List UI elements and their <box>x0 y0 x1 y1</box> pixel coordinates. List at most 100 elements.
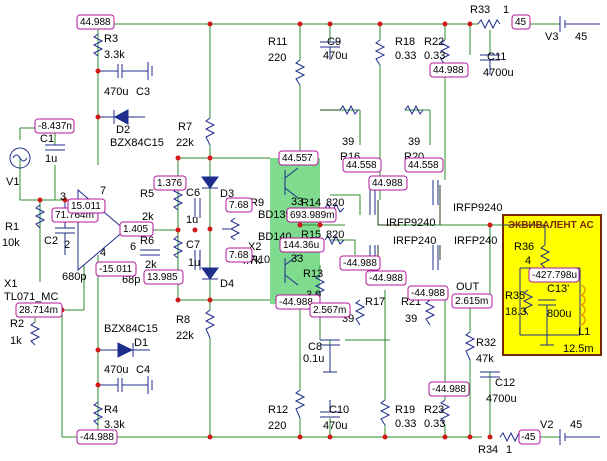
label-R18: R18 <box>395 36 415 48</box>
probe-r5-top-value: 1.376 <box>157 178 182 189</box>
probe-v3[interactable]: 45 <box>511 14 531 30</box>
label-R35-value: 18.3 <box>505 306 526 318</box>
label-D1-value: BZX84C15 <box>104 323 158 335</box>
probe-opamp-out[interactable]: 1.405 <box>119 221 154 237</box>
probe-opamp-vminus[interactable]: -15.011 <box>95 261 137 277</box>
probe-mosfet-low-b[interactable]: -44.988 <box>407 285 449 301</box>
label-R36: R36 <box>514 241 534 253</box>
probe-d3[interactable]: 7.68 <box>225 197 253 213</box>
junction-dots <box>37 21 493 440</box>
label-R21-value: 39 <box>405 313 417 325</box>
probe-bottom-left-rail[interactable]: -44.988 <box>76 429 118 445</box>
probe-d4[interactable]: 7.68 <box>225 247 253 263</box>
probe-top-left-rail-value: 44.988 <box>80 17 111 28</box>
label-C13-value: 800u <box>547 308 571 320</box>
probe-r5-top[interactable]: 1.376 <box>153 175 187 191</box>
probe-r6-bottom-value: 13.985 <box>147 272 178 283</box>
speaker-box-title: ЭКВИВАЛЕНТ АС <box>508 220 594 231</box>
probe-out[interactable]: 2.615m <box>451 293 493 309</box>
probe-d4-value: 7.68 <box>229 250 249 261</box>
label-V3: V3 <box>545 31 558 43</box>
probe-r15-right[interactable]: -44.988 <box>339 255 381 271</box>
label-IRFP240-b: IRFP240 <box>454 235 497 247</box>
probe-r20[interactable]: 44.558 <box>404 157 444 173</box>
label-V2-value: 45 <box>570 419 582 431</box>
label-pin3: 3 <box>60 191 66 203</box>
label-pin2: 2 <box>64 239 70 251</box>
probe-opamp-vplus-value: 15.011 <box>71 201 101 212</box>
probe-input-c1[interactable]: -8.437n <box>34 118 75 134</box>
probe-r15-right-value: -44.988 <box>343 258 377 269</box>
label-R6: R6 <box>140 235 154 247</box>
probe-opamp-in-value: 71.764m <box>55 210 94 221</box>
voltage-probes: 44.988 -8.437n 71.764m 15.011 1.405 -15.… <box>15 14 580 445</box>
label-C13: C13' <box>547 283 569 295</box>
label-R34-value: 1 <box>506 444 512 456</box>
label-R22: R22 <box>424 36 444 48</box>
probe-r16-value: 44.558 <box>346 160 377 171</box>
label-R2-value: 1k <box>10 335 22 347</box>
inductor-coil <box>579 284 586 326</box>
label-C9-value: 470u <box>323 50 347 62</box>
label-R23: R23 <box>424 404 444 416</box>
label-R6-value: 2k <box>145 259 157 271</box>
probe-r15[interactable]: 144.36u <box>279 237 325 253</box>
probe-opamp-vplus[interactable]: 15.011 <box>67 198 106 214</box>
label-D1: D1 <box>134 337 148 349</box>
probe-r6-bottom[interactable]: 13.985 <box>143 269 184 285</box>
label-C2: C2 <box>44 235 58 247</box>
label-R32-value: 47k <box>476 353 494 365</box>
label-R1-value: 10k <box>2 237 20 249</box>
probe-feedback[interactable]: 28.714m <box>15 302 63 318</box>
label-R18-value: 0.33 <box>395 50 416 62</box>
label-R5-value: 2k <box>142 211 154 223</box>
probe-bottom-left-rail-value: -44.988 <box>80 432 114 443</box>
probe-mosfet-low-a-value: -44.988 <box>369 273 403 284</box>
label-R19: R19 <box>395 404 415 416</box>
label-R3: R3 <box>104 33 118 45</box>
label-IRFP9240-b: IRFP9240 <box>453 202 503 214</box>
speaker-equivalent-box <box>502 214 602 356</box>
label-R14-value: 820 <box>326 197 344 209</box>
probe-r22-top[interactable]: 44.988 <box>429 62 469 78</box>
label-R4-value: 3.3k <box>104 419 125 431</box>
label-C8-value: 0.1u <box>303 353 324 365</box>
label-R5: R5 <box>140 188 154 200</box>
probe-r14[interactable]: 693.989m <box>286 207 337 223</box>
label-R11: R11 <box>268 36 287 48</box>
label-R10: R10 <box>250 254 270 266</box>
label-D2-value: BZX84C15 <box>110 137 164 149</box>
probe-d3-value: 7.68 <box>229 200 249 211</box>
label-OUT: OUT <box>456 281 480 293</box>
label-R15-value: 820 <box>326 229 344 241</box>
label-R14: R14 <box>301 197 321 209</box>
label-C10-value: 470u <box>323 420 347 432</box>
probe-bottom-right-value: -44.988 <box>432 384 466 395</box>
probe-driver-bottom[interactable]: -44.988 <box>275 294 321 310</box>
probe-top-left-rail[interactable]: 44.988 <box>76 14 115 30</box>
probe-mosfet-low-b-value: -44.988 <box>411 288 445 299</box>
label-R12-value: 220 <box>268 420 286 432</box>
label-D2: D2 <box>116 124 130 136</box>
probe-mosfet-low-a[interactable]: -44.988 <box>365 270 407 286</box>
probe-speaker[interactable]: -427.798u <box>528 267 580 283</box>
probe-r18-drain[interactable]: 44.988 <box>368 175 408 191</box>
label-R33: R33 <box>470 4 490 16</box>
component-labels: R3 3.3k 470u C3 D2 BZX84C15 C1 1u V1 R1 … <box>2 4 594 456</box>
probe-r16[interactable]: 44.558 <box>342 157 382 173</box>
label-C8: C8 <box>308 341 322 353</box>
probe-r13[interactable]: 2.567m <box>309 302 351 318</box>
label-C1-value: 1u <box>45 153 57 165</box>
label-L1-value: 12.5m <box>563 343 594 355</box>
label-R20-value: 39 <box>408 136 420 148</box>
label-R23-value: 0.33 <box>424 418 445 430</box>
probe-v2[interactable]: -45 <box>518 429 541 445</box>
probe-bottom-right[interactable]: -44.988 <box>428 381 470 397</box>
label-V3-value: 45 <box>575 31 587 43</box>
label-R9: R9 <box>250 197 264 209</box>
label-R3-value: 3.3k <box>104 49 125 61</box>
probe-driver-top[interactable]: 44.557 <box>278 150 319 166</box>
label-R12: R12 <box>268 404 288 416</box>
dark-wires <box>320 109 441 260</box>
label-C11-value: 4700u <box>483 67 514 79</box>
